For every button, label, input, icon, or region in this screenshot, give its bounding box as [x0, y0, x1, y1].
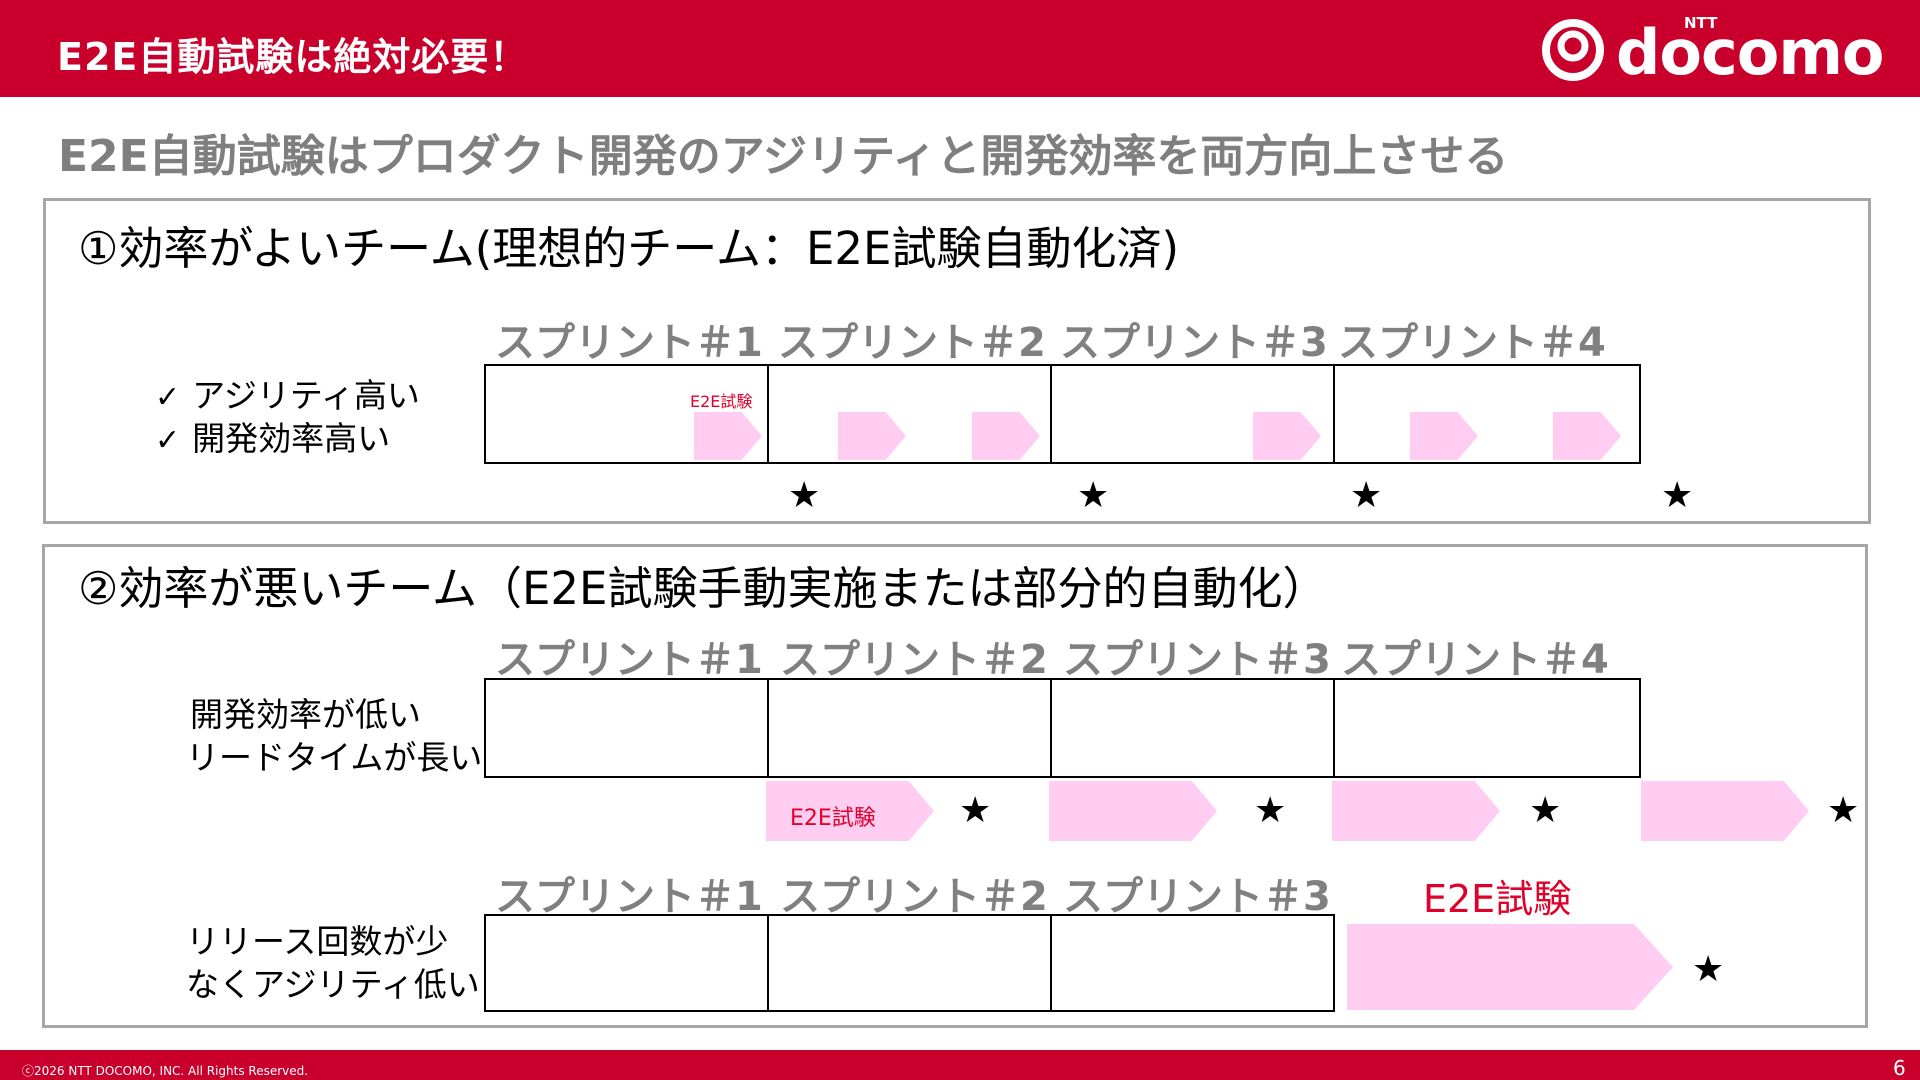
sprint-label: スプリント＃3	[1063, 874, 1331, 920]
e2e-test-arrow	[1347, 924, 1673, 1010]
sprint-label: スプリント＃2	[780, 637, 1048, 683]
release-star-icon: ★	[1254, 790, 1287, 831]
sprint-label: スプリント＃1	[495, 874, 763, 920]
docomo-logo-mark-icon	[1542, 19, 1604, 81]
release-star-icon: ★	[1827, 790, 1860, 831]
page-number: 6	[1893, 1056, 1906, 1080]
footer-bar	[0, 1050, 1920, 1080]
slide-title: E2E自動試験は絶対必要！	[57, 35, 529, 79]
inefficiency-label: リードタイムが長い	[186, 738, 483, 777]
docomo-logo: NTT docomo	[1540, 14, 1885, 89]
release-star-icon: ★	[788, 475, 821, 516]
sprint-box	[1333, 678, 1641, 778]
e2e-test-arrow	[1049, 781, 1217, 841]
e2e-test-arrow	[1641, 781, 1809, 841]
release-star-icon: ★	[959, 790, 992, 831]
check-icon: ✓	[155, 423, 181, 458]
check-icon: ✓	[155, 380, 181, 415]
release-star-icon: ★	[1692, 949, 1725, 990]
sprint-box	[767, 678, 1052, 778]
sprint-label: スプリント＃4	[1341, 637, 1609, 683]
agility-label: なくアジリティ低い	[186, 965, 480, 1004]
efficient-team-panel	[43, 198, 1871, 524]
release-star-icon: ★	[1529, 790, 1562, 831]
sprint-box	[484, 914, 769, 1012]
check-item: ✓ 開発効率高い	[155, 417, 390, 462]
inefficient-team-panel	[42, 544, 1868, 1028]
sprint-label: スプリント＃3	[1060, 320, 1328, 366]
sprint-label: スプリント＃2	[780, 874, 1048, 920]
e2e-test-label: E2E試験	[690, 392, 753, 411]
sprint-box	[1050, 914, 1335, 1012]
release-star-icon: ★	[1661, 475, 1694, 516]
sprint-box	[1050, 678, 1335, 778]
sprint-label: スプリント＃2	[778, 320, 1046, 366]
sprint-label: スプリント＃3	[1063, 637, 1331, 683]
inefficient-team-heading: ②効率が悪いチーム（E2E試験手動実施または部分的自動化）	[78, 562, 1328, 615]
logo-ntt-text: NTT	[1684, 14, 1718, 32]
slide-subtitle: E2E自動試験はプロダクト開発のアジリティと開発効率を両方向上させる	[58, 131, 1509, 182]
sprint-label: スプリント＃4	[1338, 320, 1606, 366]
sprint-label: スプリント＃1	[495, 320, 763, 366]
e2e-test-label: E2E試験	[790, 806, 876, 831]
sprint-label: スプリント＃1	[495, 637, 763, 683]
e2e-test-arrow	[1332, 781, 1500, 841]
e2e-test-heading: E2E試験	[1423, 877, 1572, 921]
logo-wordmark: docomo	[1616, 16, 1885, 89]
efficient-team-heading: ①効率がよいチーム(理想的チーム：E2E試験自動化済)	[78, 222, 1180, 275]
release-star-icon: ★	[1350, 475, 1383, 516]
check-item: ✓ アジリティ高い	[155, 374, 420, 419]
e2e-test-arrow	[766, 781, 934, 841]
inefficiency-label: 開発効率が低い	[190, 695, 421, 734]
check-item-label: アジリティ高い	[192, 376, 420, 415]
copyright-text: ⓒ2026 NTT DOCOMO, INC. All Rights Reserv…	[22, 1064, 309, 1078]
check-item-label: 開発効率高い	[192, 419, 391, 458]
sprint-box	[484, 678, 769, 778]
sprint-box	[767, 914, 1052, 1012]
release-star-icon: ★	[1077, 475, 1110, 516]
agility-label: リリース回数が少	[186, 922, 449, 961]
